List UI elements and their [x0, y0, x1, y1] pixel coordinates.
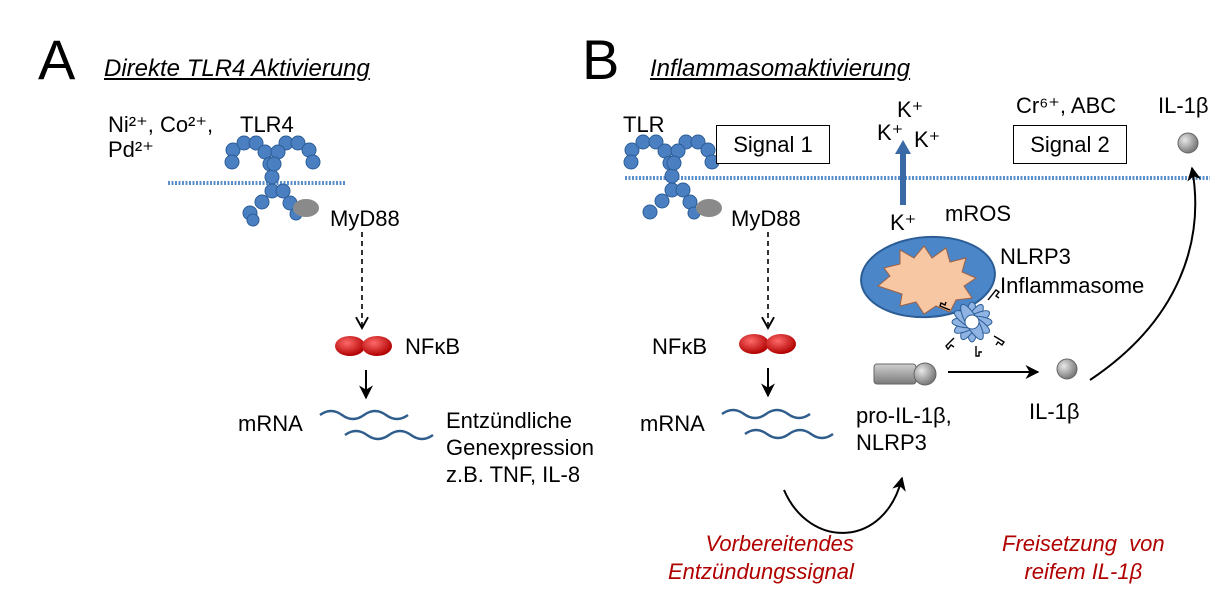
k-out-3: K⁺ — [914, 127, 941, 152]
k-in: K⁺ — [890, 210, 917, 235]
tlr4-label: TLR4 — [240, 112, 294, 137]
mrna-icon-a — [319, 409, 434, 441]
il1b-sphere-inside — [1056, 358, 1078, 380]
panel-a-title: Direkte TLR4 Aktivierung — [104, 55, 370, 82]
mrna-icon-b — [721, 408, 834, 440]
il1b-outside-label: IL-1β — [1158, 93, 1209, 118]
panel-a-letter: A — [38, 28, 76, 91]
k-out-2: K⁺ — [877, 120, 904, 145]
myd88-label-b: MyD88 — [731, 206, 801, 231]
myd88-label-a: MyD88 — [330, 206, 400, 231]
myd88-icon-b — [696, 199, 722, 217]
arrow-release — [1089, 166, 1202, 381]
nfkb-icon-b — [739, 334, 796, 354]
il1b-inside-label: IL-1β — [1029, 399, 1080, 424]
mitochondrion-icon — [860, 235, 996, 319]
mrna-label-b: mRNA — [640, 411, 705, 436]
ions-a-line2: Pd²⁺ — [108, 137, 154, 162]
signal-1-box: Signal 1 — [716, 125, 830, 164]
ions-a-line1: Ni²⁺, Co²⁺, — [108, 112, 214, 137]
signal-2-box: Signal 2 — [1013, 125, 1127, 164]
il1b-sphere-outside — [1177, 132, 1199, 154]
inflammasome-icon — [939, 289, 1005, 357]
nfkb-icon-a — [335, 336, 392, 356]
tlr-label: TLR — [623, 112, 665, 137]
pro-il1b-label: pro-IL-1β, NLRP3 — [856, 403, 952, 455]
k-out-1: K⁺ — [897, 97, 924, 122]
panel-b-title: Inflammasomaktivierung — [650, 55, 911, 82]
nlrp3-inflammasome-label: NLRP3 Inflammasome — [1000, 244, 1145, 298]
mros-label: mROS — [945, 201, 1011, 226]
tlr4-receptor-icon — [224, 135, 321, 227]
pro-il1b-icon — [873, 362, 937, 386]
nfkb-label-b: NFκB — [652, 334, 707, 359]
gene-expression-label: Entzündliche Genexpression z.B. TNF, IL-… — [446, 408, 594, 487]
stimuli-label: Cr⁶⁺, ABC — [1016, 93, 1117, 118]
arrow-priming — [783, 476, 906, 534]
myd88-icon — [293, 199, 319, 217]
priming-signal-label: Vorbereitendes Entzündungssignal — [668, 531, 854, 584]
release-label: Freisetzung von reifem IL-1β — [1002, 531, 1165, 584]
panel-b-letter: B — [582, 28, 620, 91]
nfkb-label-a: NFκB — [405, 334, 460, 359]
k-efflux-arrowhead — [895, 140, 911, 154]
mrna-label-a: mRNA — [238, 411, 303, 436]
